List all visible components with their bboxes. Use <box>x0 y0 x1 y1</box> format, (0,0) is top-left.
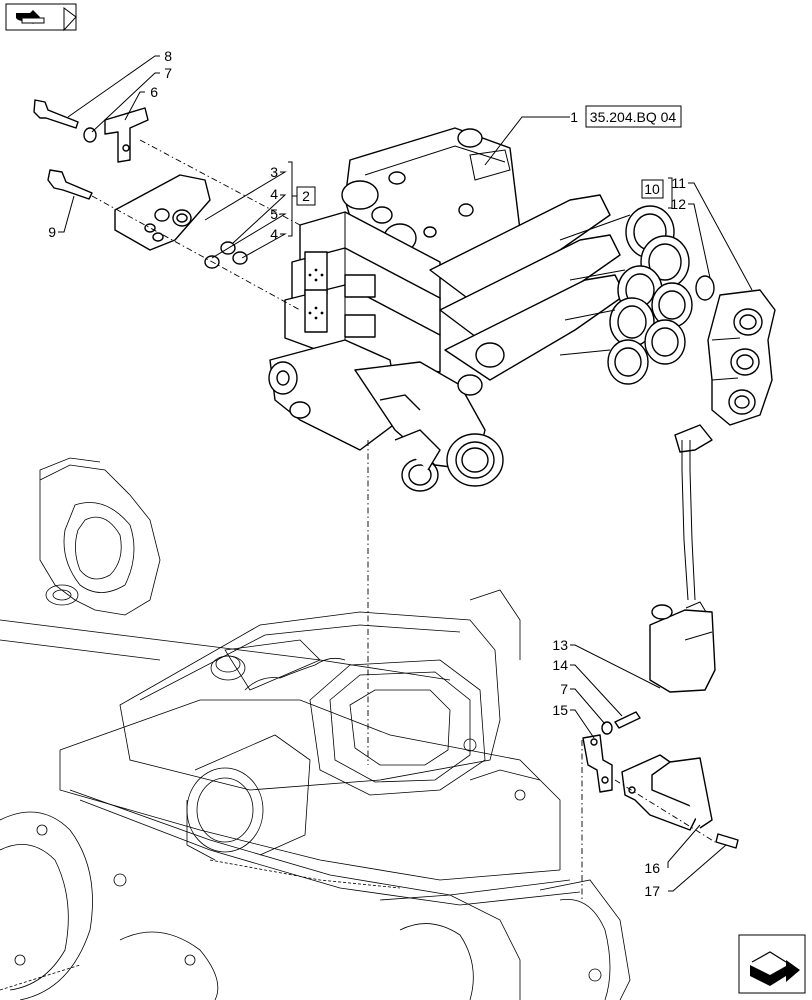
callout-7: 7 <box>164 65 172 81</box>
callout-13: 13 <box>552 637 568 653</box>
reservoir-bracket <box>582 734 613 793</box>
flange-adapter <box>114 174 211 251</box>
group-box-2: 2 <box>296 186 316 206</box>
callout-9: 9 <box>48 224 56 240</box>
callout-1: 1 <box>570 109 578 125</box>
callout-16: 16 <box>644 860 660 876</box>
section-reference[interactable]: 35.204.BQ 04 <box>585 105 682 128</box>
o-ring-set <box>204 241 248 269</box>
bolt-14 <box>614 711 641 729</box>
bolt-17 <box>715 833 739 849</box>
callout-4b: 4 <box>270 226 278 242</box>
mounting-bracket-6 <box>104 107 149 163</box>
callout-11: 11 <box>671 175 686 191</box>
svg-text:10: 10 <box>644 181 660 197</box>
group-box-10: 10 <box>641 179 664 199</box>
leak-off-reservoir <box>649 424 716 693</box>
bolt-8 <box>33 99 79 129</box>
callout-4: 4 <box>270 186 278 202</box>
section-reference-code: 35.204.BQ 04 <box>590 109 677 125</box>
callout-15: 15 <box>552 702 568 718</box>
svg-text:2: 2 <box>302 188 310 204</box>
reservoir-guard <box>621 754 713 831</box>
callout-3: 3 <box>270 164 278 180</box>
coupler-cover-plate <box>707 289 776 426</box>
washer-7b <box>601 721 613 735</box>
quick-coupler-group <box>559 205 693 385</box>
callout-17: 17 <box>644 883 660 899</box>
callout-14: 14 <box>552 657 568 673</box>
remote-valve-assembly <box>268 127 693 492</box>
callout-12: 12 <box>670 196 686 212</box>
callout-8: 8 <box>164 48 172 64</box>
page-forward-icon[interactable] <box>738 934 806 994</box>
leader-lines <box>58 55 753 892</box>
page-back-icon[interactable] <box>5 3 77 32</box>
callout-5: 5 <box>270 206 278 222</box>
callout-7b: 7 <box>560 681 568 697</box>
assembly-axis-lines <box>91 139 716 900</box>
bolt-9 <box>47 169 93 200</box>
rear-housing-outline <box>0 457 631 1000</box>
callout-6: 6 <box>150 84 158 100</box>
callout-labels: 1 3 4 5 4 6 7 8 9 11 12 13 14 7 15 16 17 <box>48 48 686 899</box>
o-ring-12 <box>695 275 715 301</box>
